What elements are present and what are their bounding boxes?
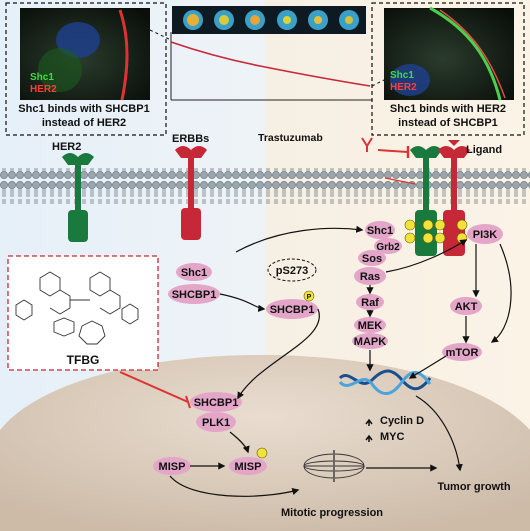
right-caption-2: instead of SHCBP1 — [398, 117, 498, 129]
left-caption-2: instead of HER2 — [42, 117, 126, 129]
svg-text:SHCBP1: SHCBP1 — [194, 397, 239, 409]
svg-text:MISP: MISP — [235, 461, 262, 473]
svg-text:pS273: pS273 — [276, 265, 308, 277]
phospho-badge — [303, 290, 315, 302]
shcbp1-left-pill — [168, 284, 220, 304]
shc1-right-pill — [365, 221, 395, 239]
shcbp1-nucleus-pill — [190, 392, 242, 412]
cyclin-label: Cyclin D — [380, 415, 424, 427]
mapk-pill — [352, 333, 388, 349]
right-caption-1: Shc1 binds with HER2 — [390, 103, 506, 115]
svg-text:P: P — [307, 294, 312, 301]
svg-text:MAPK: MAPK — [354, 336, 386, 348]
tfbg-label: TFBG — [67, 353, 100, 367]
right-micrograph-panel: Shc1 HER2 Shc1 binds with HER2 instead o… — [371, 2, 525, 136]
plk1-pill — [196, 412, 236, 432]
sos-pill — [358, 250, 386, 266]
right-legend-shc1: Shc1 — [390, 70, 414, 81]
mek-pill — [354, 317, 386, 333]
svg-text:Sos: Sos — [362, 253, 382, 265]
svg-text:MISP: MISP — [159, 461, 186, 473]
tfbg-box: TFBG — [7, 255, 159, 371]
left-legend-shc1: Shc1 — [30, 72, 54, 83]
trastuzumab-label: Trastuzumab — [258, 132, 323, 144]
trend-line — [170, 41, 371, 87]
ligand-icon — [448, 140, 460, 146]
complex-left: Shc1 SHCBP1 — [168, 263, 220, 304]
myc-label: MYC — [380, 431, 405, 443]
svg-text:PI3K: PI3K — [473, 229, 498, 241]
pi3k-pill — [467, 224, 503, 244]
tumor-label: Tumor growth — [437, 481, 510, 493]
nucleus — [0, 355, 530, 531]
right-legend-her2: HER2 — [390, 82, 417, 93]
misp-phospho-badge — [256, 447, 268, 459]
inhibition-lines — [119, 371, 191, 409]
akt-pill — [450, 297, 482, 315]
cell-membrane — [0, 168, 530, 204]
raf-pill — [356, 294, 384, 310]
erbbs-label: ERBBs — [172, 133, 209, 145]
ligand-label: Ligand — [466, 144, 502, 156]
mtor-pill — [442, 343, 482, 361]
cyclin-up-arrow — [365, 418, 373, 426]
top-trend-panel — [170, 6, 372, 101]
tfbg-structure — [15, 271, 139, 345]
erbbs-receptor: ERBBs — [172, 133, 209, 240]
signaling-cascade: Shc1 Grb2 Sos Ras Raf MEK MAPK PI3K AKT … — [352, 219, 503, 361]
svg-text:Grb2: Grb2 — [376, 242, 400, 253]
svg-text:SHCBP1: SHCBP1 — [172, 289, 217, 301]
svg-text:AKT: AKT — [455, 301, 478, 313]
svg-text:Shc1: Shc1 — [181, 267, 207, 279]
her2-receptor: HER2 — [52, 141, 94, 242]
mitotic-label: Mitotic progression — [281, 507, 383, 519]
nucleus-proteins: SHCBP1 PLK1 MISP MISP — [153, 392, 268, 475]
receptor-phospho-badges — [404, 219, 468, 244]
svg-text:MEK: MEK — [358, 320, 383, 332]
cell-image-strip — [172, 6, 366, 34]
antibody-icon — [361, 137, 373, 152]
misp-pill — [153, 457, 191, 475]
svg-text:mTOR: mTOR — [446, 347, 479, 359]
shcbp1-phospho-pill — [266, 299, 318, 319]
ras-pill — [354, 267, 386, 285]
left-caption-1: Shc1 binds with SHCBP1 — [18, 103, 149, 115]
svg-text:Shc1: Shc1 — [367, 225, 393, 237]
shc1-left-pill — [176, 263, 212, 281]
svg-text:Raf: Raf — [361, 297, 379, 309]
ps273-bubble — [267, 258, 317, 282]
svg-text:PLK1: PLK1 — [202, 417, 230, 429]
spindle-icon — [303, 450, 365, 482]
pathway-arrows — [169, 177, 512, 497]
misp-phospho-pill — [229, 457, 267, 475]
her2-label: HER2 — [52, 141, 81, 153]
myc-up-arrow — [365, 434, 373, 442]
grb2-pill — [374, 238, 402, 254]
svg-text:SHCBP1: SHCBP1 — [270, 304, 315, 316]
phospho-shcbp1: pS273 SHCBP1 P — [266, 258, 318, 319]
left-legend-her2: HER2 — [30, 84, 57, 95]
left-micrograph-panel: Shc1 HER2 Shc1 binds with SHCBP1 instead… — [5, 2, 172, 136]
svg-text:Ras: Ras — [360, 271, 380, 283]
